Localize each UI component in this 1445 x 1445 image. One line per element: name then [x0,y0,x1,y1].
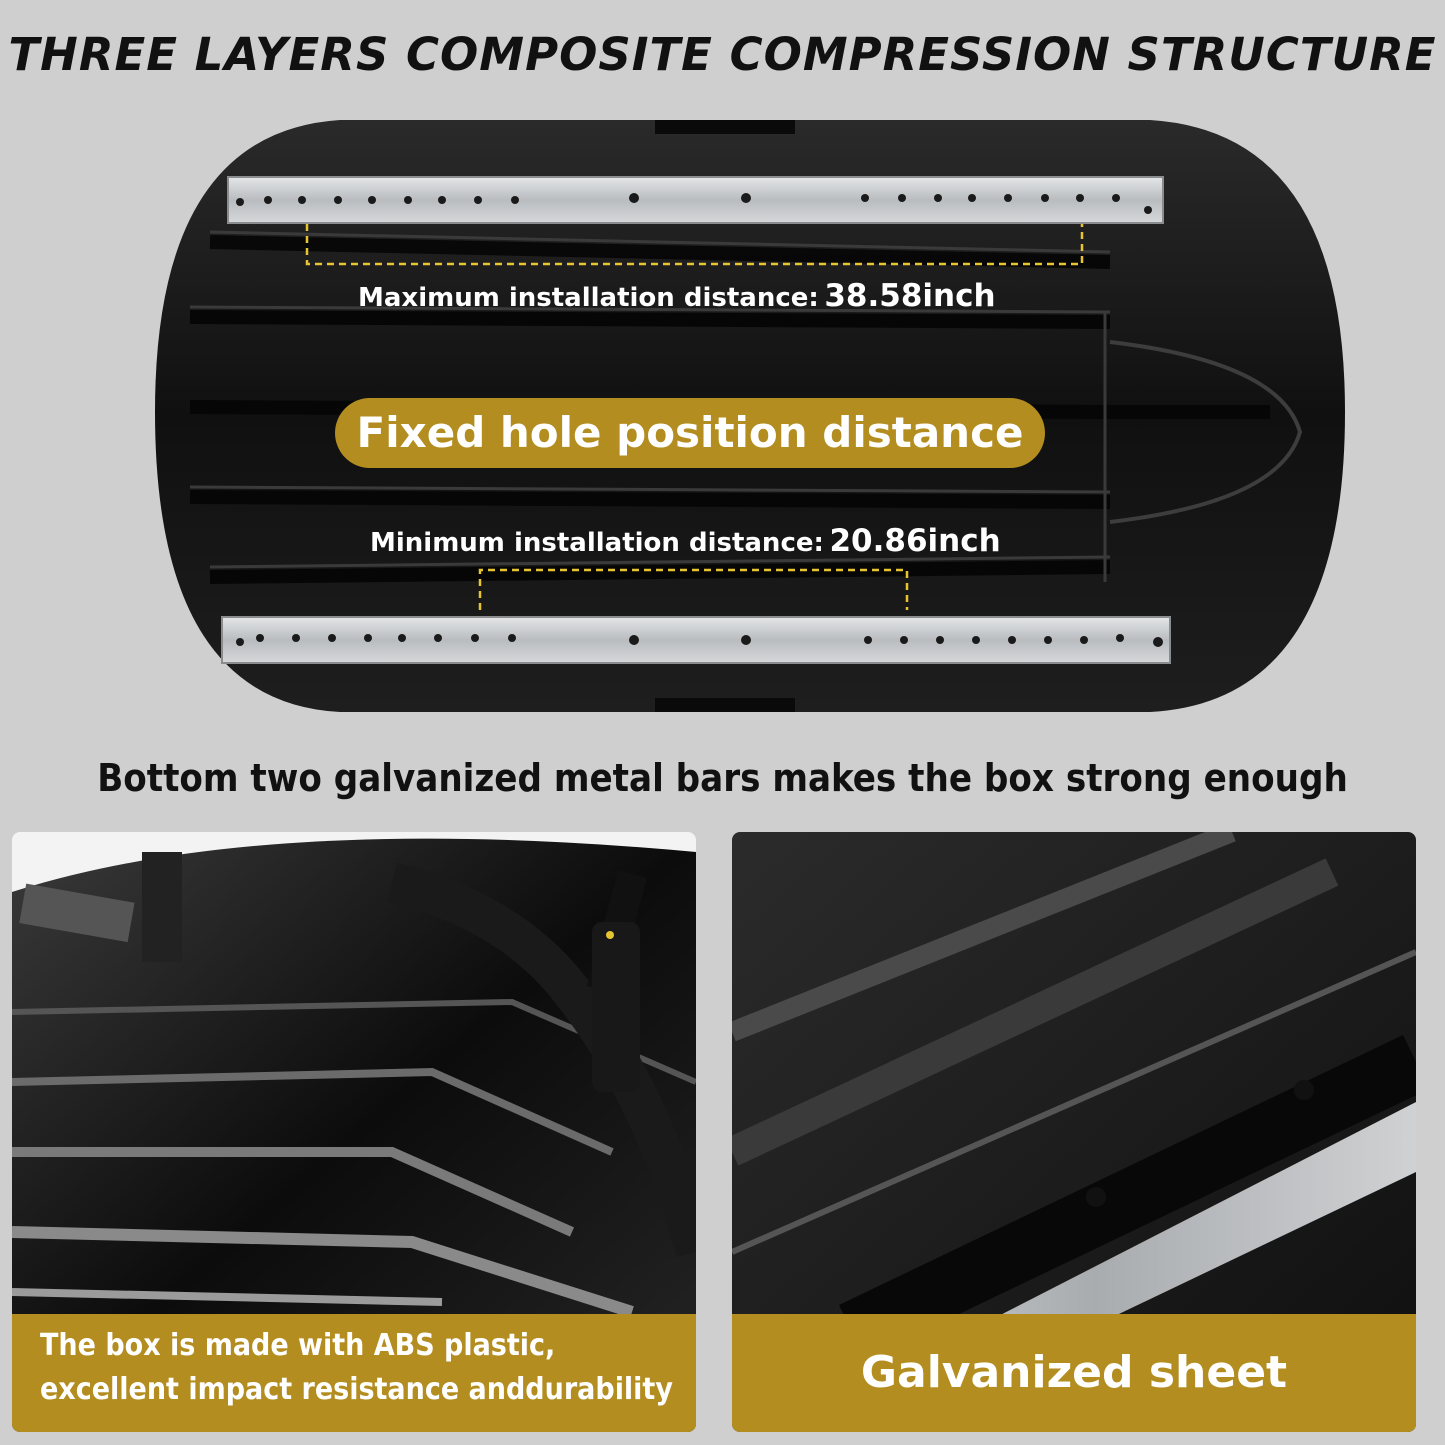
abs-plastic-panel: The box is made with ABS plastic, excell… [12,832,696,1432]
max-distance-label: Maximum installation distance: [358,283,819,313]
box-interior-image [12,832,696,1432]
abs-caption-line2: excellent impact resistance anddurabilit… [40,1372,673,1407]
min-distance-value: 20.86inch [829,523,1001,559]
galvanized-sheet-panel: Galvanized sheet [732,832,1416,1432]
right-caption-bar: Galvanized sheet [732,1314,1416,1432]
subtitle: Bottom two galvanized metal bars makes t… [97,756,1348,800]
max-distance-text: Maximum installation distance: 38.58inch [358,278,996,314]
fixed-hole-badge: Fixed hole position distance [335,398,1045,468]
galvanized-caption: Galvanized sheet [860,1347,1288,1398]
page-title: THREE LAYERS COMPOSITE COMPRESSION STRUC… [8,28,1437,81]
min-distance-label: Minimum installation distance: [370,528,824,558]
abs-plastic-caption: The box is made with ABS plastic, excell… [40,1324,673,1412]
abs-caption-line1: The box is made with ABS plastic, [40,1328,556,1363]
max-distance-value: 38.58inch [824,278,996,314]
left-caption-bar: The box is made with ABS plastic, excell… [12,1314,696,1432]
min-distance-text: Minimum installation distance: 20.86inch [370,523,1001,559]
